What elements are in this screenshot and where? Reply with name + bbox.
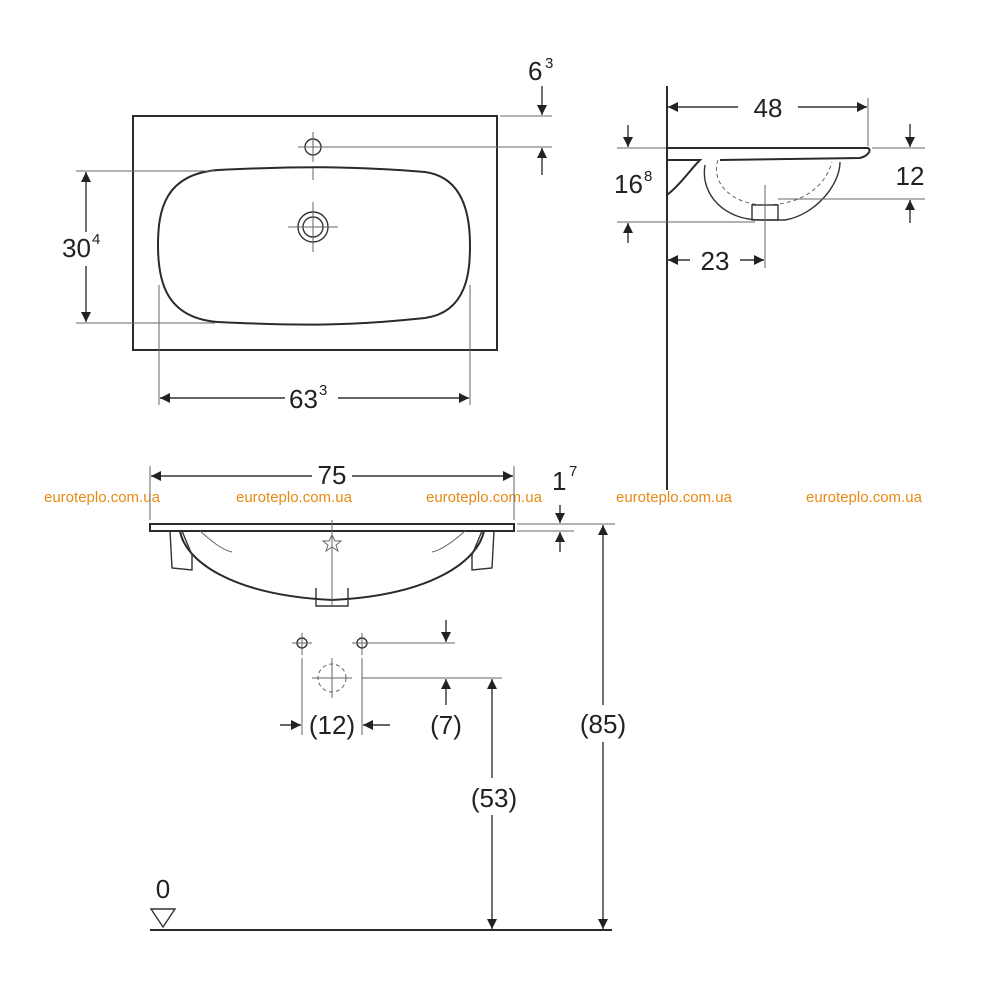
rim-thickness-label-sup: 7	[569, 463, 577, 480]
inner-width-label-sup: 3	[319, 382, 327, 399]
basin-slab	[149, 523, 515, 532]
bowl-outline	[156, 166, 472, 326]
right-support	[471, 530, 495, 571]
depth-label-sup: 4	[92, 231, 100, 248]
valve-height-label: (7)	[430, 710, 462, 740]
bowl-inner-profile	[716, 159, 833, 206]
basin-top-profile	[667, 147, 871, 161]
watermark-text: euroteplo.com.ua	[616, 489, 733, 506]
left-overflow-curve	[199, 530, 233, 553]
bowl-depth-label: 12	[896, 161, 925, 191]
rim-thickness-label: 1	[552, 466, 566, 496]
wall-outlet	[312, 658, 352, 698]
valve-right	[352, 633, 372, 655]
tap-position-icon	[321, 533, 343, 553]
valve-left	[292, 633, 312, 655]
valve-spacing-label: (12)	[309, 710, 355, 740]
side-view: 48 16 8 12 23	[614, 86, 925, 490]
bowl-profile	[703, 161, 841, 221]
wall-bracket-profile	[666, 159, 703, 196]
drain	[288, 202, 338, 252]
floor-level-label: 0	[156, 874, 170, 904]
rim-height-label: 16	[614, 169, 643, 199]
watermark-text: euroteplo.com.ua	[236, 489, 353, 506]
top-view: 30 4 63 3 6 3	[62, 55, 553, 414]
total-height-label: (85)	[580, 709, 626, 739]
tap-offset-label: 6	[528, 56, 542, 86]
left-support	[169, 530, 193, 571]
inner-width-label: 63	[289, 384, 318, 414]
watermark-row: euroteplo.com.ua euroteplo.com.ua eurote…	[44, 489, 923, 506]
front-view: 75 1 7 (12)	[149, 460, 626, 931]
watermark-text: euroteplo.com.ua	[44, 489, 161, 506]
width-label: 75	[318, 460, 347, 490]
watermark-text: euroteplo.com.ua	[426, 489, 543, 506]
side-depth-label: 48	[754, 93, 783, 123]
rim-height-label-sup: 8	[644, 168, 652, 185]
tap-hole	[298, 132, 328, 162]
watermark-text: euroteplo.com.ua	[806, 489, 923, 506]
basin-outline	[132, 115, 498, 351]
right-overflow-curve	[431, 530, 466, 553]
outlet-height-label: (53)	[471, 783, 517, 813]
drain-offset-label: 23	[701, 246, 730, 276]
tap-offset-label-sup: 3	[545, 55, 553, 72]
level-marker-icon	[149, 908, 177, 929]
depth-label: 30	[62, 233, 91, 263]
